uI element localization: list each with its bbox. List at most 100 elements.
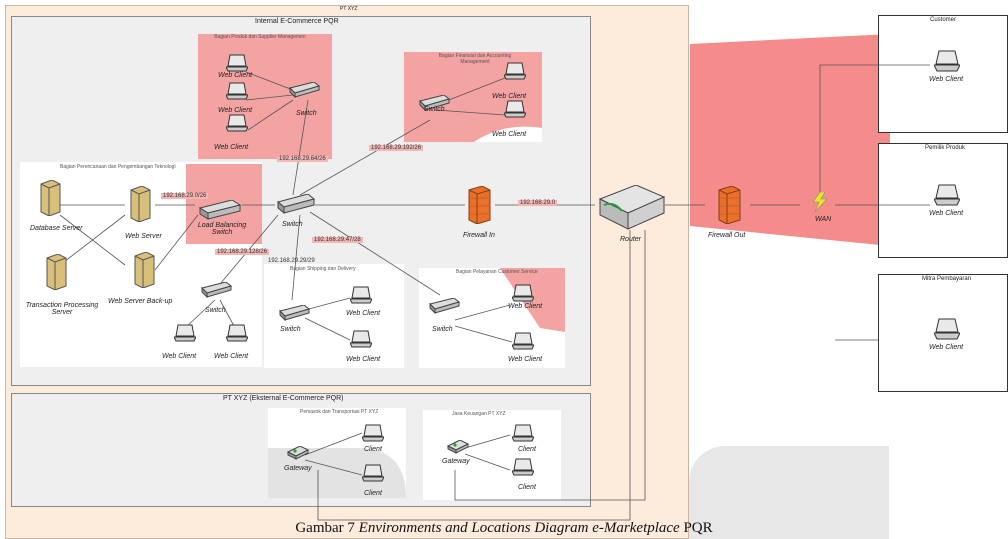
- web-client-label: Web Client: [214, 144, 249, 151]
- router-icon: [598, 185, 666, 230]
- laptop-icon: [512, 284, 534, 302]
- firewall-out-label: Firewall Out: [708, 232, 746, 239]
- laptop-icon: [226, 54, 248, 72]
- ip-label-6: 192.168.29.0: [518, 200, 558, 206]
- customer-title: Customer: [930, 17, 957, 23]
- web-client-label: Web Client: [346, 356, 381, 363]
- gateway-label: Gateway: [284, 465, 312, 472]
- web-client-label: Web Client: [508, 303, 543, 310]
- wan-label: WAN: [815, 216, 832, 223]
- transaction-server-label: Transaction Processing Server: [25, 302, 99, 316]
- switch-label: Switch: [296, 110, 317, 117]
- gateway-label: Gateway: [442, 458, 470, 465]
- dept-shipping-title: Bagian Shipping dan Delivery: [290, 266, 356, 272]
- web-client-label: Web Client: [218, 72, 253, 79]
- ext-dept2-box: [423, 410, 561, 500]
- laptop-icon: [362, 464, 384, 482]
- load-balancer-icon: [198, 200, 242, 220]
- external-grey-shape: [689, 446, 889, 539]
- client-label: Client: [364, 490, 382, 497]
- laptop-icon: [226, 82, 248, 100]
- web-client-label: Web Client: [492, 131, 527, 138]
- caption-suffix: PQR: [679, 520, 713, 536]
- figure-caption: Gambar 7 Environments and Locations Diag…: [0, 520, 1008, 537]
- server-icon: [130, 186, 151, 222]
- laptop-icon: [934, 318, 960, 340]
- laptop-icon: [350, 330, 372, 348]
- laptop-icon: [226, 324, 248, 342]
- web-client-label: Web Client: [214, 353, 249, 360]
- gateway-icon: [446, 440, 470, 454]
- web-client-label: Web Client: [508, 356, 543, 363]
- laptop-icon: [934, 184, 960, 206]
- web-client-label: Web Client: [162, 353, 197, 360]
- switch-icon: [201, 282, 232, 298]
- firewall-in-label: Firewall In: [463, 232, 495, 239]
- server-icon: [134, 252, 155, 288]
- client-label: Client: [518, 446, 536, 453]
- partner-web-client-label: Web Client: [929, 344, 964, 351]
- load-balancing-label: Load Balancing Switch: [197, 222, 247, 236]
- dept-product-title: Bagian Produk dan Supplier Managemen: [214, 34, 306, 40]
- dept-finance-title: Bagian Finansial dan Accounting Manageme…: [438, 53, 512, 65]
- laptop-icon: [512, 458, 534, 476]
- laptop-icon: [350, 286, 372, 304]
- switch-icon: [289, 82, 320, 98]
- web-server-backup-label: Web Server Back-up: [108, 298, 173, 305]
- switch-label: Switch: [432, 326, 453, 333]
- external-title: PT XYZ (Eksternal E-Commerce PQR): [223, 395, 344, 402]
- laptop-icon: [226, 114, 248, 132]
- web-client-label: Web Client: [218, 107, 253, 114]
- switch-icon: [279, 305, 310, 321]
- partner-title: Mitra Pembayaran: [922, 276, 972, 282]
- gateway-icon: [286, 446, 310, 460]
- router-label: Router: [620, 236, 642, 243]
- ip-label-1: 192.168.29.64/26: [277, 156, 328, 162]
- customer-box: [878, 15, 1008, 133]
- internal-title: Internal E-Commerce PQR: [255, 18, 339, 25]
- ext-dept2-title: Jasa Keuangan PT XYZ: [452, 411, 506, 417]
- caption-prefix: Gambar 7: [295, 520, 359, 536]
- wan-lightning-icon: [812, 192, 828, 212]
- owner-title: Pemilik Produk: [925, 145, 966, 151]
- ext-dept1-title: Pemasok dan Transportasi PT XYZ: [300, 409, 379, 415]
- switch-icon: [276, 194, 316, 214]
- laptop-icon: [512, 424, 534, 442]
- main-switch-label: Switch: [282, 221, 303, 228]
- client-label: Client: [518, 484, 536, 491]
- switch-label: Switch: [205, 307, 226, 314]
- database-server-label: Database Server: [30, 225, 83, 232]
- customer-web-client-label: Web Client: [929, 76, 964, 83]
- firewall-icon: [718, 186, 741, 224]
- switch-icon: [429, 298, 460, 314]
- web-client-label: Web Client: [346, 310, 381, 317]
- dept-it-title: Bagian Perencanaan dan Pengembangan Tekn…: [60, 164, 176, 170]
- caption-italic: Environments and Locations Diagram e-Mar…: [358, 520, 680, 536]
- ip-label-5: 192.168.29.29/29: [268, 258, 315, 264]
- laptop-icon: [362, 424, 384, 442]
- laptop-icon: [512, 332, 534, 350]
- laptop-icon: [934, 50, 960, 72]
- ip-label-8: 192.168.29.47/28: [312, 237, 363, 243]
- laptop-icon: [504, 62, 526, 80]
- dept-cs-title: Bagian Pelayanan Customer Service: [456, 269, 538, 275]
- ip-label-4: 192.168.29.128/26: [215, 249, 270, 255]
- laptop-icon: [504, 100, 526, 118]
- pt-xyz-label: PT XYZ: [340, 6, 358, 12]
- web-server-label: Web Server: [125, 233, 162, 240]
- owner-web-client-label: Web Client: [929, 210, 964, 217]
- firewall-icon: [468, 186, 491, 224]
- ip-label-3: 192.168.29.192/26: [369, 145, 424, 151]
- laptop-icon: [174, 324, 196, 342]
- dept-product-box: [198, 34, 332, 159]
- switch-icon: [419, 95, 450, 111]
- switch-label: Switch: [424, 106, 445, 113]
- server-icon: [46, 254, 67, 290]
- ext-dept1-grey: [268, 448, 406, 498]
- ip-label-2: 192.168.29.0/26: [161, 193, 209, 199]
- server-icon: [40, 180, 61, 216]
- client-label: Client: [364, 446, 382, 453]
- web-client-label: Web Client: [492, 93, 527, 100]
- switch-label: Switch: [280, 326, 301, 333]
